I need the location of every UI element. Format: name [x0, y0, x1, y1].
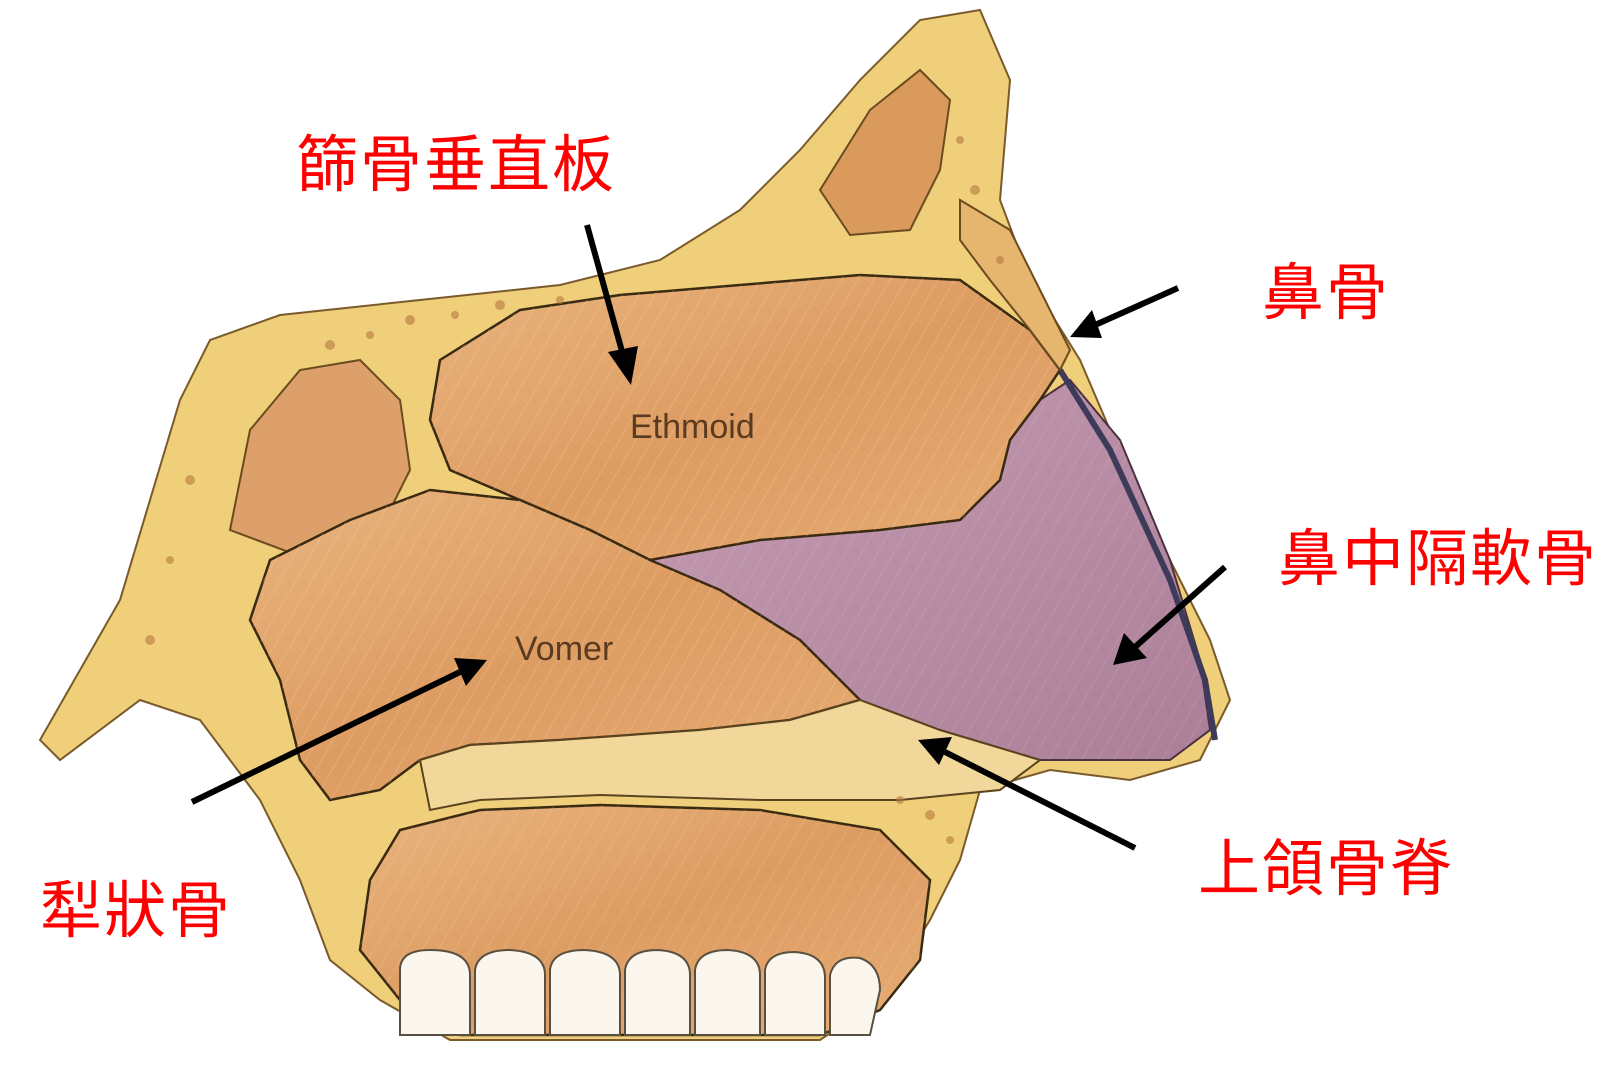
- vomer-label: 犁狀骨: [40, 880, 232, 942]
- nasal-bone-label: 鼻骨: [1262, 262, 1390, 324]
- septal-cartilage-label: 鼻中隔軟骨: [1278, 528, 1598, 590]
- vomer-caption: Vomer: [515, 630, 613, 668]
- maxillary-crest-label: 上頜骨脊: [1198, 838, 1454, 900]
- nasal-bone-arrow: [1095, 288, 1178, 325]
- ethmoid-caption: Ethmoid: [630, 408, 755, 446]
- ethmoid-plate-label: 篩骨垂直板: [296, 134, 616, 196]
